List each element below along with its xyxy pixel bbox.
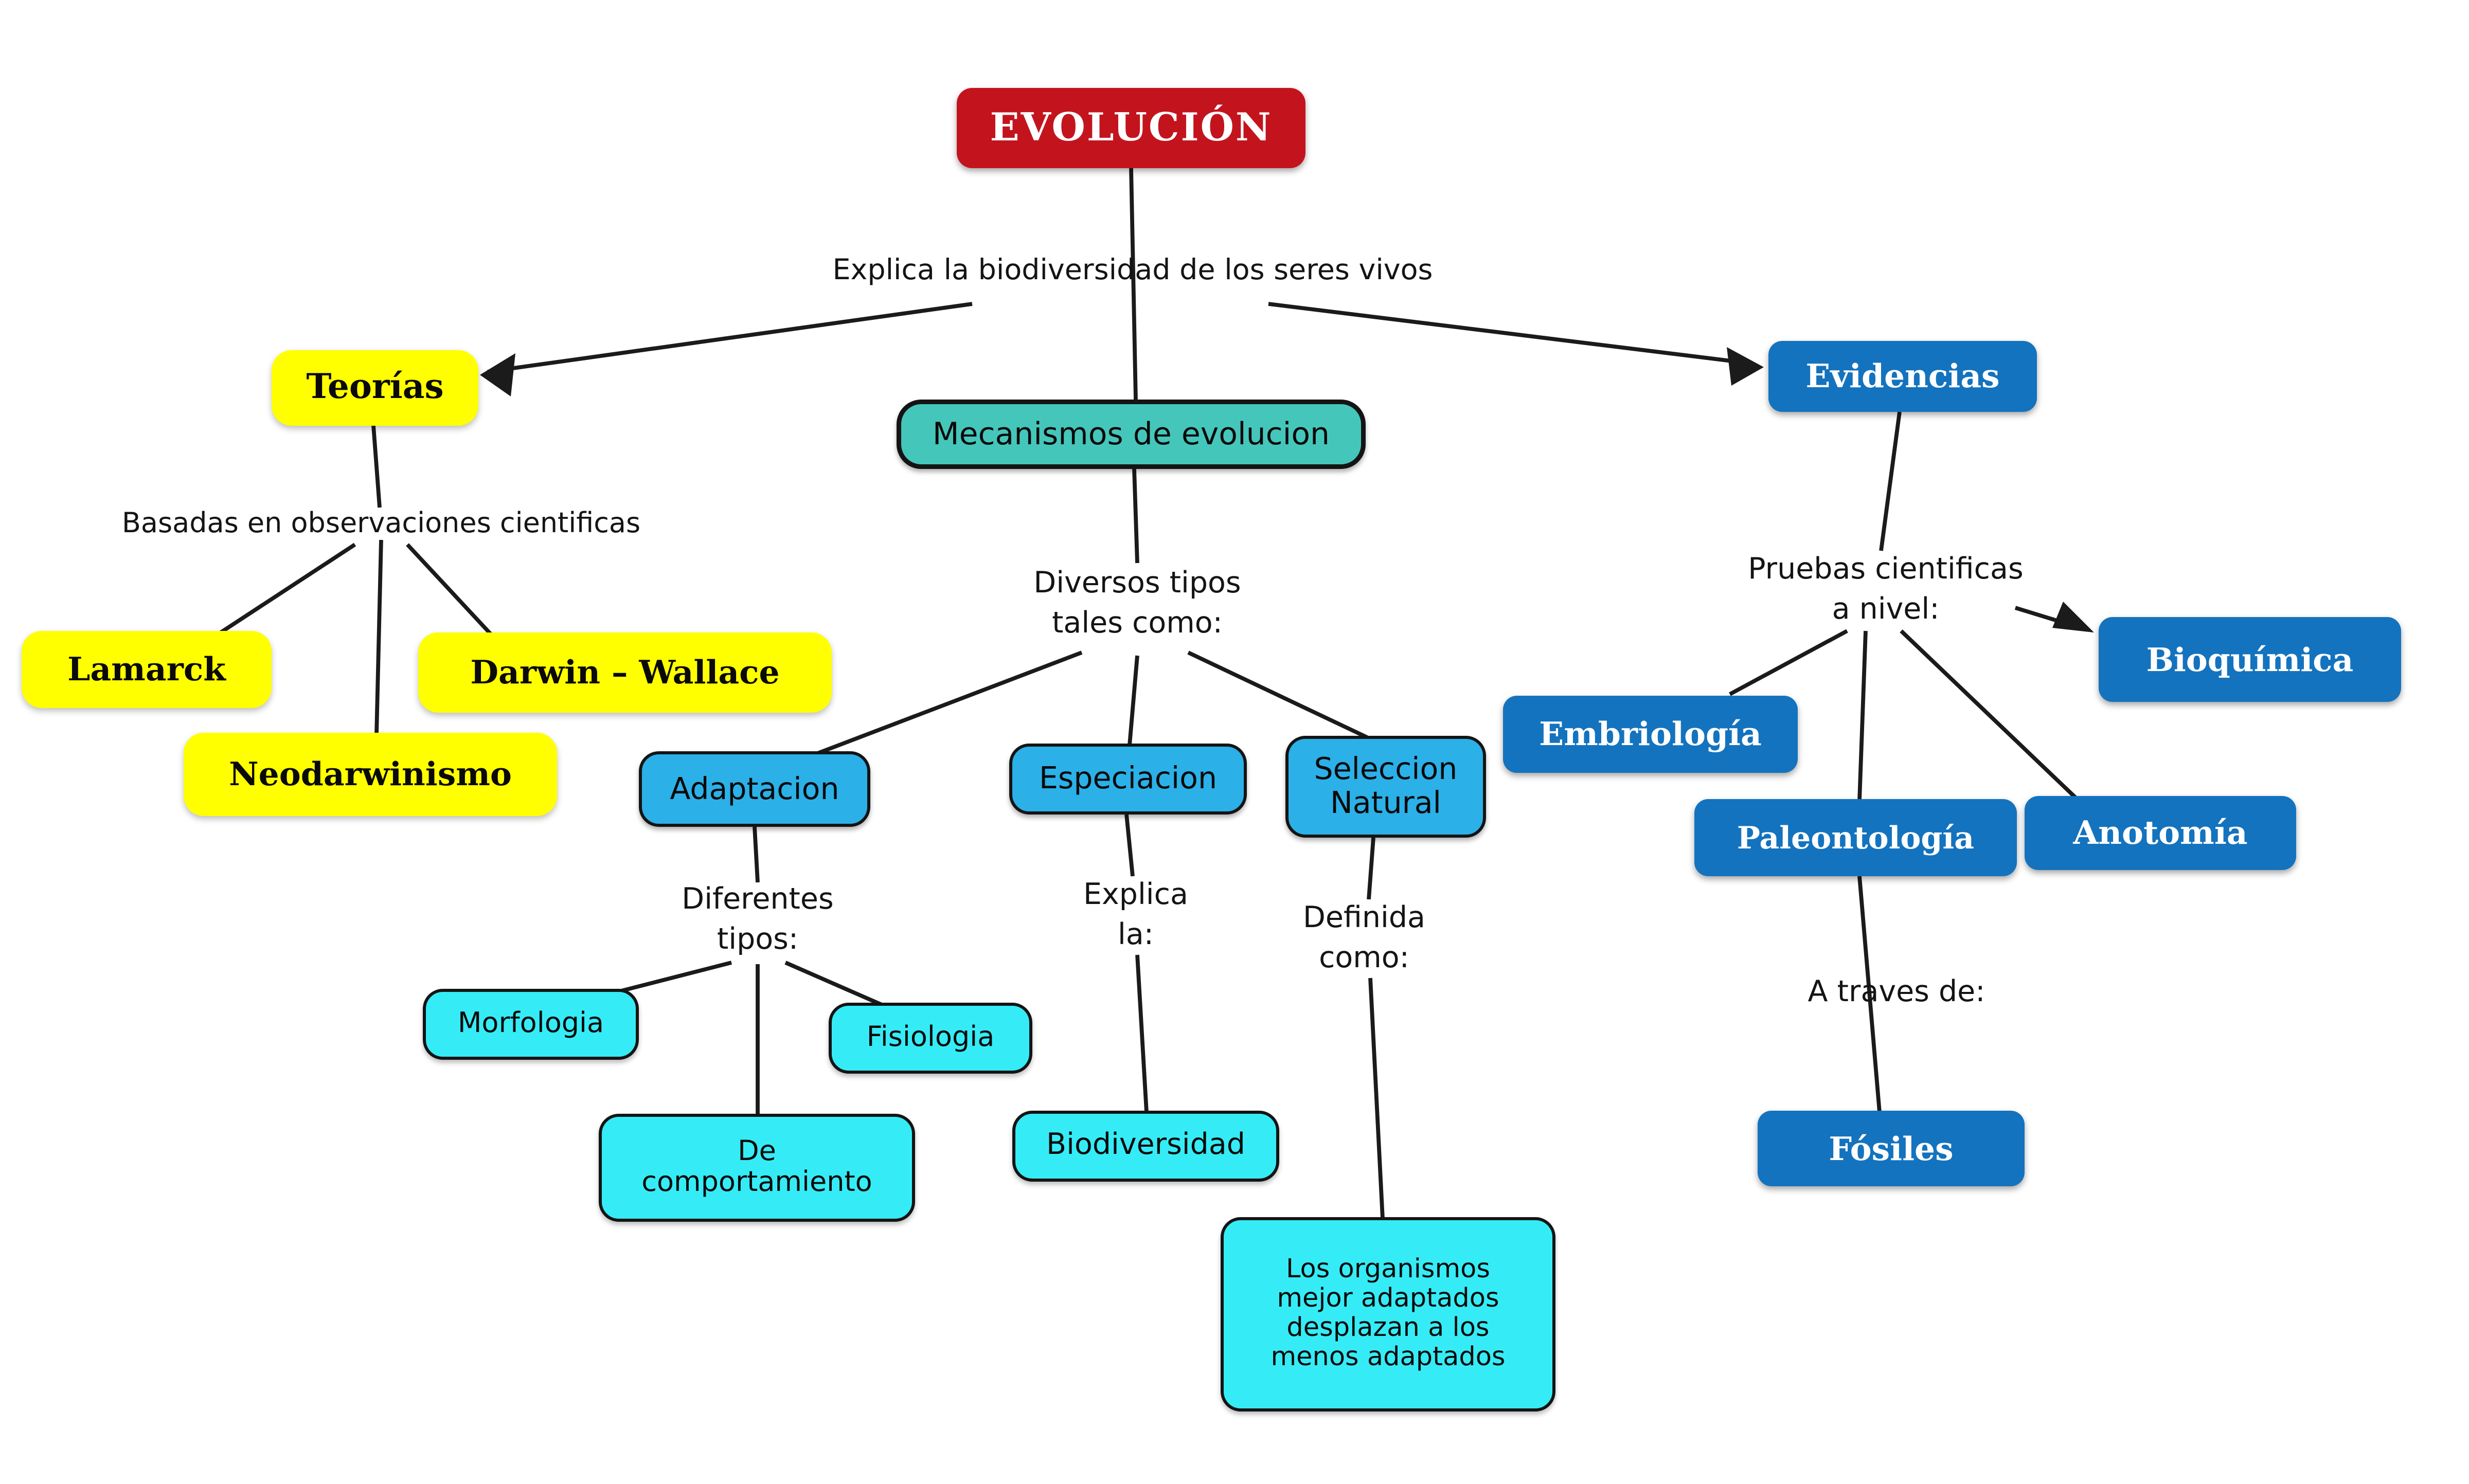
label-diversos-tipos: Diversos tipos tales como: — [1033, 566, 1241, 640]
node-evolucion: EVOLUCIÓN — [957, 88, 1305, 168]
node-seleccion-natural: Seleccion Natural — [1285, 736, 1486, 838]
node-teorias: Teorías — [272, 350, 478, 426]
connector-basadas-neodarwinismo — [374, 539, 383, 735]
label-definida-como: Definida como: — [1303, 901, 1425, 974]
label-diferentes-tipos: Diferentes tipos: — [682, 882, 834, 956]
node-adaptacion: Adaptacion — [639, 751, 870, 827]
node-de-comportamiento: De comportamiento — [599, 1114, 915, 1222]
node-embriologia: Embriología — [1503, 696, 1798, 773]
node-neodarwinismo: Neodarwinismo — [184, 733, 557, 816]
node-paleontologia: Paleontología — [1694, 799, 2017, 876]
connector-seleccion-definida — [1367, 837, 1375, 900]
connector-diferentes-fisiologia — [784, 961, 885, 1008]
connector-paleontologia-fosiles — [1857, 876, 1882, 1113]
node-fisiologia: Fisiologia — [829, 1003, 1032, 1074]
node-organismos: Los organismos mejor adaptados desplazan… — [1221, 1217, 1555, 1411]
node-evidencias: Evidencias — [1768, 341, 2037, 412]
connector-teorias-basadas — [371, 425, 382, 508]
node-lamarck: Lamarck — [22, 631, 272, 708]
connector-especiacion-explica — [1124, 814, 1135, 877]
connector-basadas-darwin — [406, 543, 492, 636]
connector-explica-biodiversidad — [1135, 954, 1149, 1113]
node-darwin-wallace: Darwin – Wallace — [418, 632, 832, 713]
connector-diversos-especiacion — [1128, 655, 1139, 746]
node-anotomia: Anotomía — [2025, 796, 2296, 870]
connector-diversos-seleccion — [1187, 650, 1368, 739]
connector-diferentes-morfologia — [611, 961, 732, 996]
label-explica-la: Explica la: — [1083, 878, 1188, 951]
node-fosiles: Fósiles — [1758, 1111, 2025, 1186]
node-biodiversidad: Biodiversidad — [1012, 1111, 1279, 1182]
connector-adaptacion-diferentes — [753, 826, 760, 883]
label-basadas: Basadas en observaciones cientificas — [121, 508, 641, 540]
arrowhead-bioquimica — [2052, 602, 2094, 632]
connector-evolucion-mecanismos — [1129, 168, 1138, 400]
connector-basadas-lamarck — [219, 542, 356, 635]
arrowhead-teorias — [480, 353, 515, 396]
connector-pruebas-anotomia — [1900, 629, 2077, 799]
arrowhead-evidencias — [1727, 347, 1764, 386]
connector-evidencias-pruebas — [1879, 411, 1902, 551]
node-mecanismos: Mecanismos de evolucion — [897, 400, 1366, 469]
connector-pruebas-paleontologia — [1857, 630, 1868, 801]
connector-mecanismos-diversos — [1132, 468, 1139, 564]
label-a-traves: A traves de: — [1808, 975, 1985, 1009]
connector-pruebas-embriologia — [1729, 629, 1848, 696]
node-morfologia: Morfologia — [423, 989, 639, 1060]
connector-definida-organismos — [1368, 978, 1385, 1219]
connector-to-teorias — [487, 302, 973, 374]
connector-diversos-adaptacion — [814, 650, 1083, 756]
node-bioquimica: Bioquímica — [2099, 617, 2401, 702]
label-explica-biodiversidad: Explica la biodiversidad de los seres vi… — [832, 255, 1433, 287]
node-especiacion: Especiacion — [1009, 744, 1247, 815]
label-pruebas: Pruebas cientificas a nivel: — [1748, 552, 2024, 626]
connector-to-evidencias — [1268, 302, 1732, 363]
